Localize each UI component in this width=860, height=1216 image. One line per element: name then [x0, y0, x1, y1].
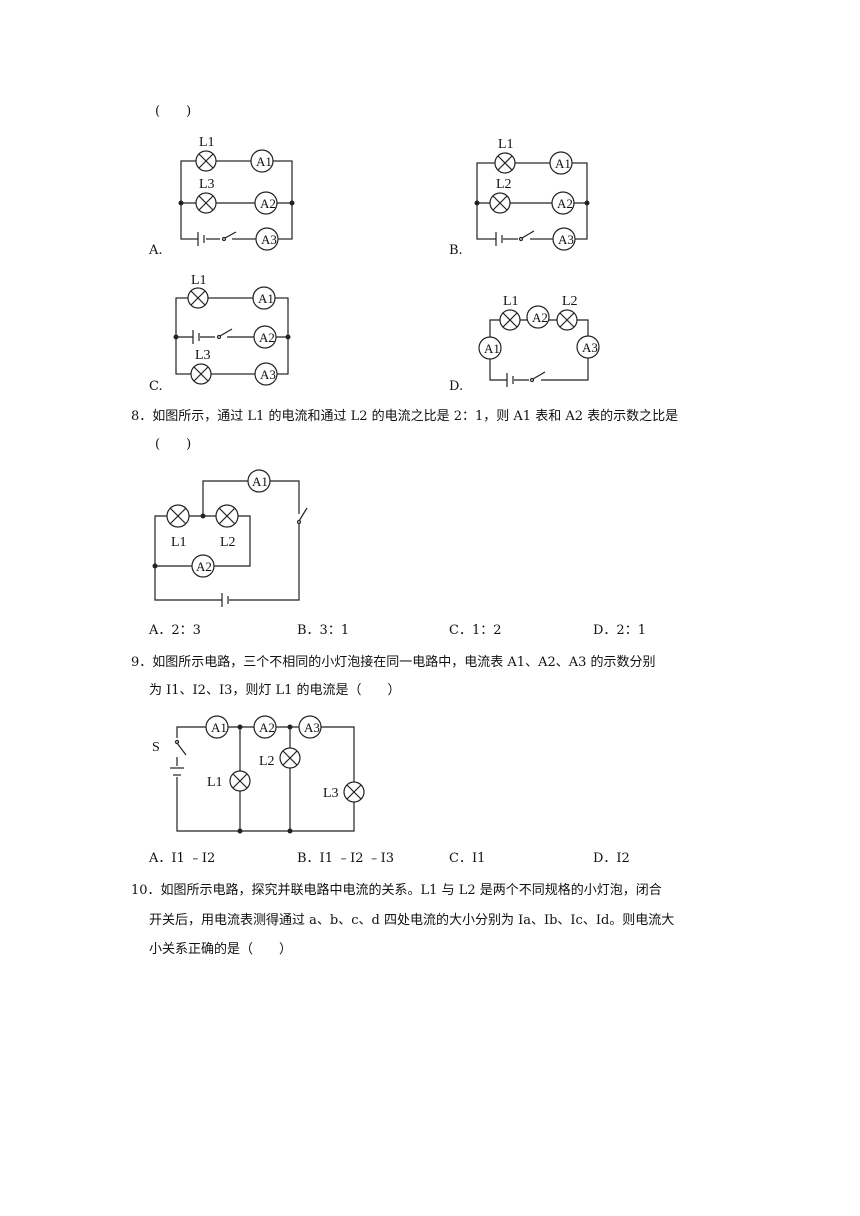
ammeter-a1: A1 [549, 151, 573, 175]
q7-answer-bracket: ( ) [155, 104, 192, 119]
lamp-l1 [494, 152, 516, 174]
ammeter-a1: A1 [478, 336, 502, 360]
q10-stem-line1: 10．如图所示电路，探究并联电路中电流的关系。L1 与 L2 是两个不同规格的小… [131, 883, 662, 898]
q10-stem-line3: 小关系正确的是（ ） [149, 942, 293, 957]
label-l3: L3 [199, 177, 215, 192]
lamp-l1 [187, 287, 209, 309]
battery [192, 330, 200, 344]
q8-stem: 8．如图所示，通过 L1 的电流和通过 L2 的电流之比是 2：1，则 A1 表… [131, 409, 679, 424]
q9-stem-line2: 为 I1、I2、I3，则灯 L1 的电流是（ ） [149, 683, 401, 698]
switch [529, 371, 546, 383]
label-l2: L2 [562, 294, 578, 309]
svg-text:A2: A2 [532, 310, 548, 325]
ammeter-a3: A3 [298, 715, 322, 739]
q8-option-a[interactable]: A．2：3 [149, 623, 201, 638]
label-l3: L3 [323, 786, 339, 801]
label-l1: L1 [207, 775, 223, 790]
lamp-l1 [166, 504, 190, 528]
lamp-l2 [215, 504, 239, 528]
svg-text:A2: A2 [196, 559, 212, 574]
svg-text:A3: A3 [304, 720, 320, 735]
svg-text:A2: A2 [259, 330, 275, 345]
svg-text:A1: A1 [211, 720, 227, 735]
label-l2: L2 [259, 754, 275, 769]
q9-option-b[interactable]: B．I1 ﹣I2 ﹣I3 [297, 851, 395, 866]
switch [220, 231, 237, 242]
switch [215, 328, 233, 340]
ammeter-a2: A2 [253, 325, 277, 349]
svg-text:A1: A1 [256, 154, 272, 169]
lamp-l2 [556, 309, 578, 331]
battery [221, 593, 229, 607]
q8-option-d[interactable]: D．2：1 [593, 623, 646, 638]
svg-text:A1: A1 [484, 341, 500, 356]
battery [197, 232, 206, 246]
q9-option-c[interactable]: C．I1 [449, 851, 486, 866]
label-l2: L2 [220, 535, 236, 550]
label-l1: L1 [199, 135, 215, 150]
svg-text:A2: A2 [259, 720, 275, 735]
svg-text:A1: A1 [555, 156, 571, 171]
q8-answer-bracket: ( ) [155, 437, 192, 452]
q7-option-c-letter: C. [149, 379, 163, 394]
ammeter-a1: A1 [250, 149, 274, 173]
q8-option-c[interactable]: C．1：2 [449, 623, 502, 638]
lamp-l3 [195, 192, 217, 214]
q9-stem-line1: 9．如图所示电路，三个不相同的小灯泡接在同一电路中，电流表 A1、A2、A3 的… [131, 655, 656, 670]
lamp-l1 [499, 309, 521, 331]
q10-stem-line2: 开关后，用电流表测得通过 a、b、c、d 四处电流的大小分别为 Ia、Ib、Ic… [149, 913, 675, 928]
label-l1: L1 [498, 137, 514, 152]
battery [495, 232, 503, 246]
label-l1: L1 [191, 273, 207, 288]
battery [506, 373, 514, 387]
svg-text:A3: A3 [558, 232, 574, 247]
label-l1: L1 [503, 294, 519, 309]
switch [518, 230, 535, 242]
label-l3: L3 [195, 348, 211, 363]
svg-text:A1: A1 [252, 474, 268, 489]
q7-option-d-letter: D. [449, 379, 464, 394]
lamp-l3 [343, 781, 365, 803]
q9-option-d[interactable]: D．I2 [593, 851, 630, 866]
ammeter-a2: A2 [526, 305, 550, 329]
ammeter-a2: A2 [254, 191, 278, 215]
svg-text:A2: A2 [260, 196, 276, 211]
ammeter-a3: A3 [255, 227, 279, 251]
lamp-l1 [195, 150, 217, 172]
ammeter-a2: A2 [551, 191, 575, 215]
svg-text:A3: A3 [582, 340, 598, 355]
ammeter-a3: A3 [254, 362, 278, 386]
ammeter-a3: A3 [552, 227, 576, 251]
ammeter-a1: A1 [247, 469, 271, 493]
lamp-l1 [229, 770, 251, 792]
lamp-l2 [489, 192, 511, 214]
ammeter-a3: A3 [576, 335, 600, 359]
label-l1: L1 [171, 535, 187, 550]
q7-option-b-letter: B. [449, 243, 463, 258]
ammeter-a2: A2 [191, 554, 215, 578]
svg-text:A2: A2 [557, 196, 573, 211]
label-l2: L2 [496, 177, 512, 192]
ammeter-a1: A1 [252, 286, 276, 310]
svg-text:A1: A1 [258, 291, 274, 306]
lamp-l2 [279, 747, 301, 769]
ammeter-a1: A1 [205, 715, 229, 739]
q9-option-a[interactable]: A．I1 ﹣I2 [149, 851, 216, 866]
lamp-l3 [190, 363, 212, 385]
ammeter-a2: A2 [253, 715, 277, 739]
q8-option-b[interactable]: B．3：1 [297, 623, 350, 638]
svg-text:A3: A3 [261, 232, 277, 247]
svg-text:A3: A3 [260, 367, 276, 382]
switch-label-s: S [152, 740, 160, 755]
q7-option-a-letter: A. [149, 243, 163, 258]
